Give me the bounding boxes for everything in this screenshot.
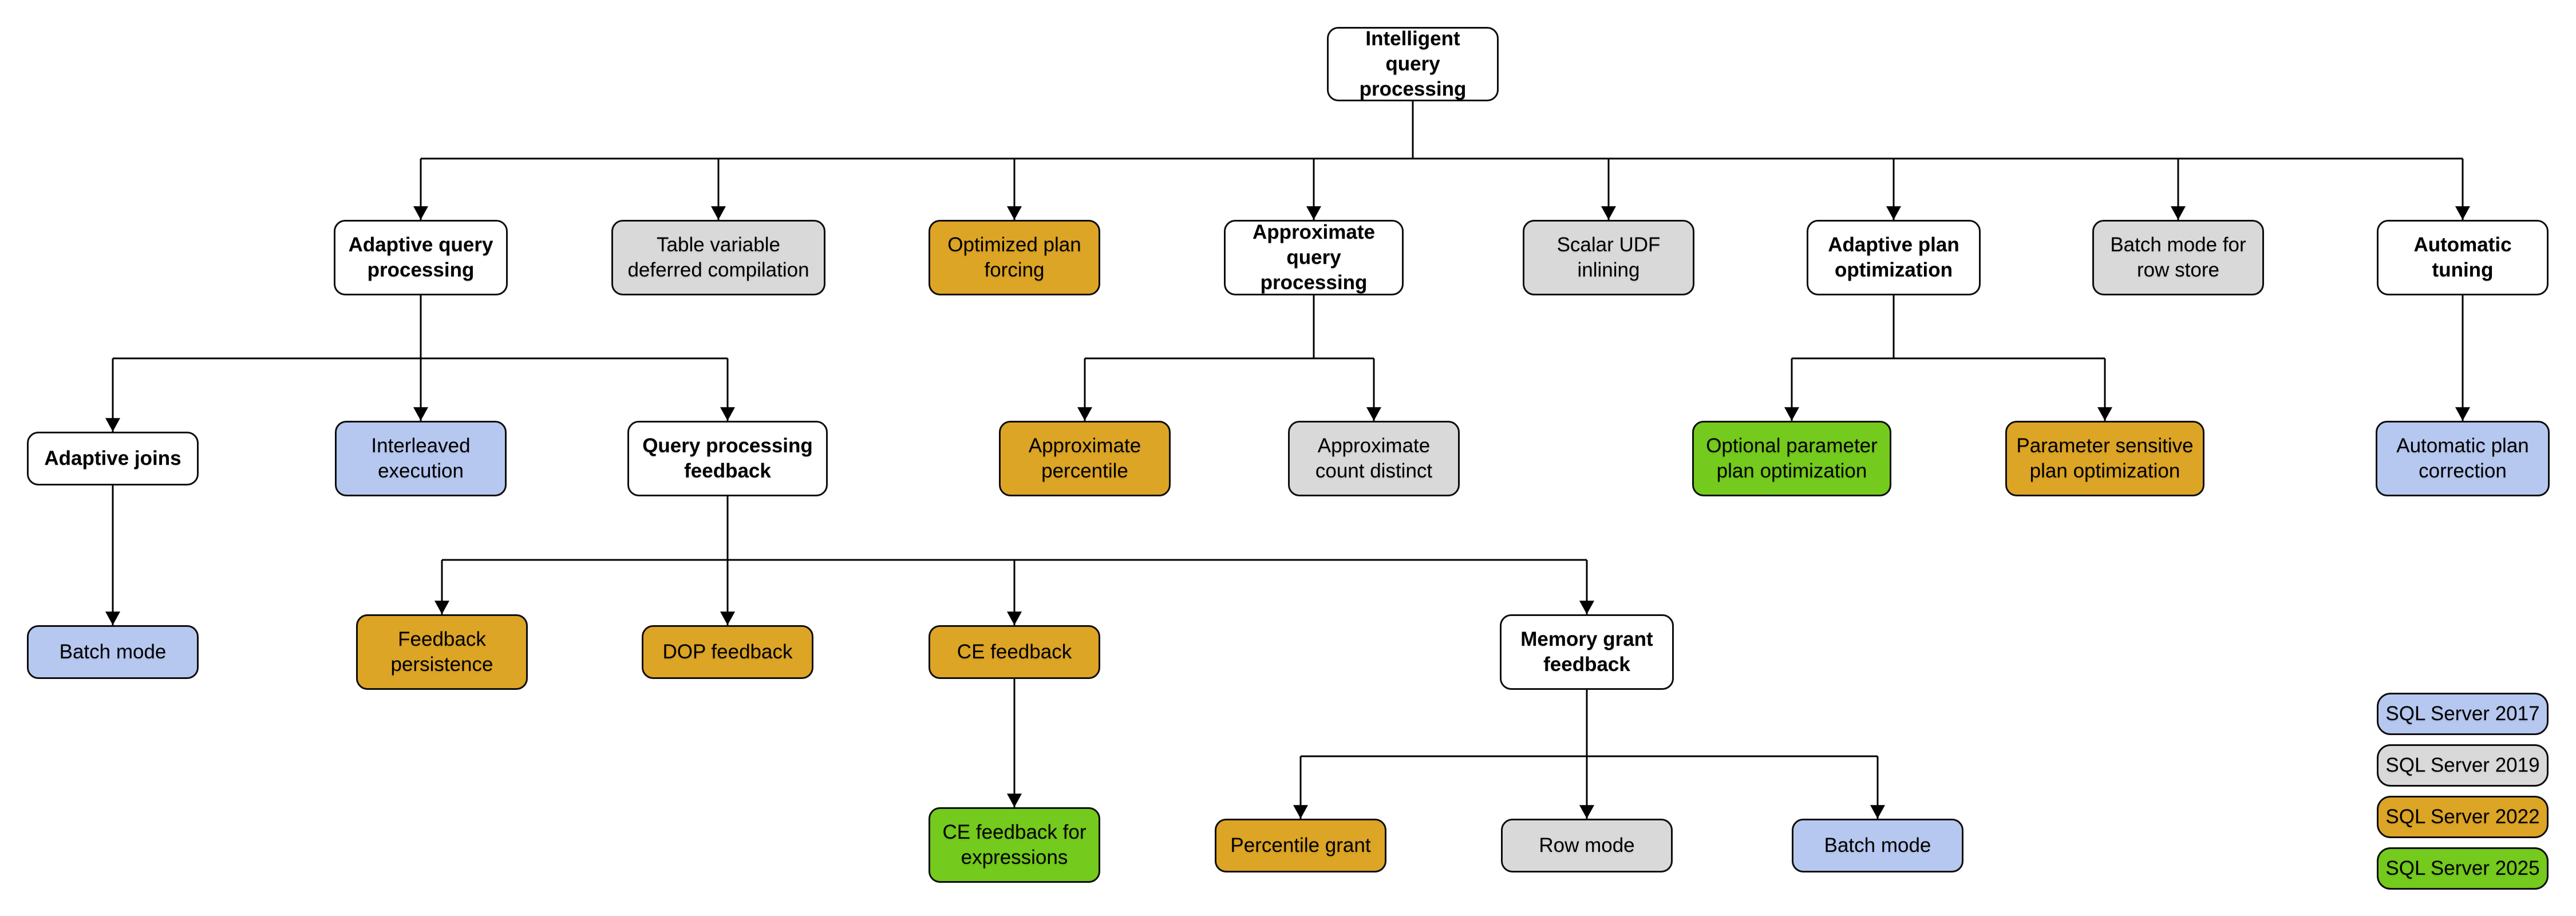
legend-item-sql-server-2025: SQL Server 2025 [2377, 847, 2549, 890]
node-interleaved-execution: Interleaved execution [335, 421, 507, 496]
node-row-mode: Row mode [1501, 819, 1673, 872]
node-optimized-plan-forcing: Optimized plan forcing [929, 220, 1100, 295]
node-adaptive-joins: Adaptive joins [27, 432, 199, 485]
node-batch-mode-adaptive-joins: Batch mode [27, 625, 199, 679]
node-adaptive-plan-optimization: Adaptive plan optimization [1807, 220, 1981, 295]
node-intelligent-query-processing: Intelligent query processing [1327, 27, 1499, 101]
node-table-variable-deferred-compilation: Table variable deferred compilation [611, 220, 825, 295]
legend-item-sql-server-2019: SQL Server 2019 [2377, 744, 2549, 787]
node-batch-mode-memory-grant: Batch mode [1792, 819, 1963, 872]
legend-item-sql-server-2022: SQL Server 2022 [2377, 796, 2549, 838]
node-approximate-query-processing: Approximate query processing [1224, 220, 1404, 295]
node-approximate-percentile: Approximate percentile [999, 421, 1171, 496]
node-automatic-plan-correction: Automatic plan correction [2376, 421, 2550, 496]
node-scalar-udf-inlining: Scalar UDF inlining [1523, 220, 1694, 295]
node-memory-grant-feedback: Memory grant feedback [1500, 614, 1674, 690]
node-query-processing-feedback: Query processing feedback [627, 421, 828, 496]
node-dop-feedback: DOP feedback [642, 625, 813, 679]
node-batch-mode-for-row-store: Batch mode for row store [2092, 220, 2264, 295]
node-ce-feedback: CE feedback [929, 625, 1100, 679]
node-parameter-sensitive-plan-optimization: Parameter sensitive plan optimization [2005, 421, 2204, 496]
node-approximate-count-distinct: Approximate count distinct [1288, 421, 1460, 496]
node-adaptive-query-processing: Adaptive query processing [334, 220, 508, 295]
node-percentile-grant: Percentile grant [1215, 819, 1386, 872]
node-ce-feedback-for-expressions: CE feedback for expressions [929, 807, 1100, 883]
node-automatic-tuning: Automatic tuning [2377, 220, 2549, 295]
legend-item-sql-server-2017: SQL Server 2017 [2377, 693, 2549, 735]
node-optional-parameter-plan-optimization: Optional parameter plan optimization [1692, 421, 1891, 496]
node-feedback-persistence: Feedback persistence [356, 614, 528, 690]
